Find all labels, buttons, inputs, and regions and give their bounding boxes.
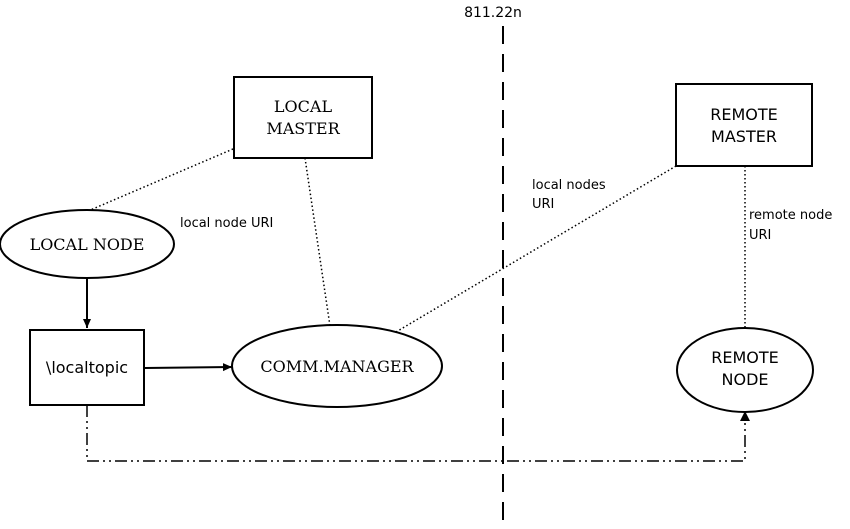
remote-node-label-line2: NODE [722, 370, 769, 389]
label-local-node-uri: local node URI [180, 216, 273, 231]
arrow-topic-to-comm-manager [144, 363, 233, 372]
comm-manager-label: COMM.MANAGER [260, 357, 414, 376]
remote-node-label-line1: REMOTE [711, 348, 779, 367]
remote-node-ellipse [676, 327, 814, 413]
local-node-ellipse [0, 209, 175, 279]
local-node-label: LOCAL NODE [30, 235, 145, 254]
local-master-label-line1: LOCAL [274, 97, 333, 116]
label-local-nodes-uri-line2: URI [532, 197, 554, 212]
local-master-label-line2: MASTER [266, 119, 340, 138]
label-local-nodes-uri-line1: local nodes [532, 178, 606, 193]
edge-local-master-to-comm-manager [304, 157, 331, 327]
remote-master-label-line1: REMOTE [710, 105, 778, 124]
local-master-box [233, 76, 373, 159]
local-topic-box [29, 329, 145, 406]
edge-local-master-to-local-node [87, 148, 234, 212]
local-topic-label: \localtopic [46, 358, 128, 377]
remote-master-box [675, 83, 813, 167]
remote-master-label-line2: MASTER [711, 127, 777, 146]
label-remote-node-uri-line2: URI [749, 228, 771, 243]
arrowhead-remote-node [740, 411, 750, 421]
edge-topic-to-remote-node [86, 405, 746, 462]
comm-manager-ellipse [231, 324, 443, 408]
label-remote-node-uri-line1: remote node [749, 208, 832, 223]
divider-label: 811.22n [464, 5, 522, 21]
